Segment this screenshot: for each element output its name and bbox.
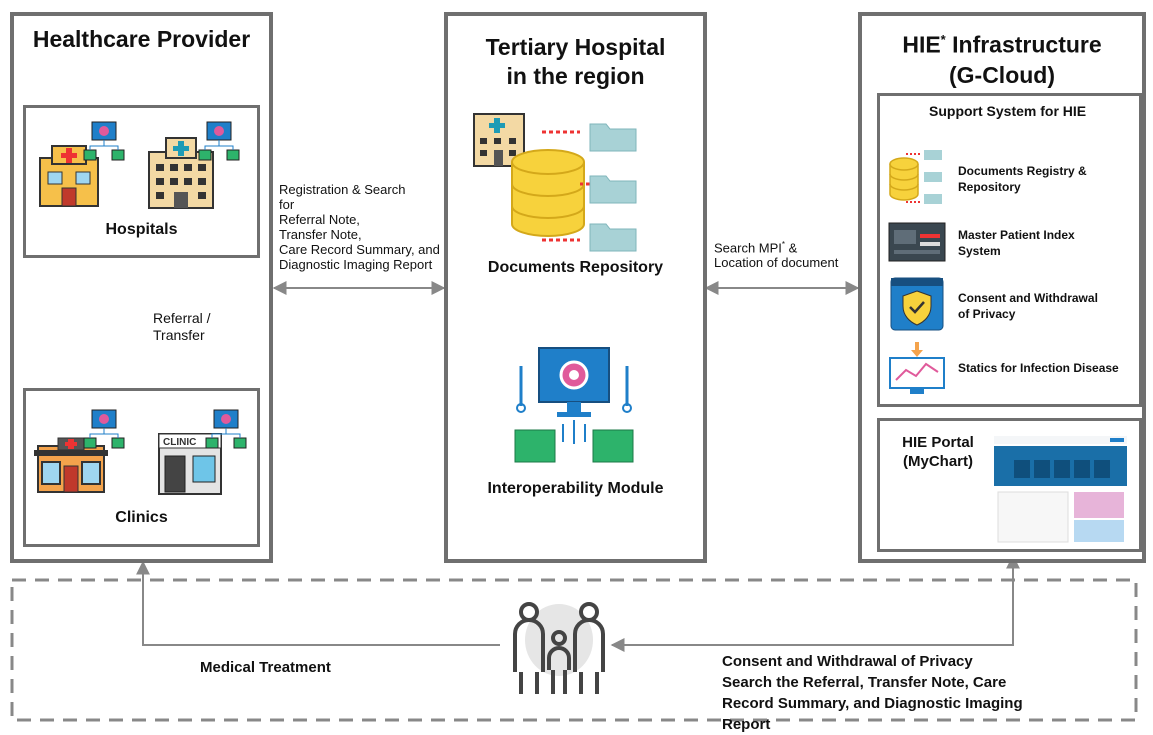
- support-system-title: Support System for HIE: [929, 103, 1087, 119]
- medical-treatment-arrow: [136, 560, 500, 646]
- hospitals-label: Hospitals: [105, 221, 178, 238]
- search-mpi-label: Search MPI* & Location of document: [714, 240, 839, 271]
- clinics-label: Clinics: [115, 509, 168, 526]
- interoperability-module-label: Interoperability Module: [487, 480, 664, 497]
- interoperability-module-icon: [514, 347, 634, 463]
- support-item-label: Statics for Infection Disease: [958, 361, 1119, 375]
- monitor-icon: [205, 409, 247, 449]
- mpi-server-icon: [888, 222, 946, 262]
- monitor-icon: [83, 409, 125, 449]
- clinic-small-icon: [34, 437, 108, 493]
- monitor-icon: [198, 121, 240, 161]
- family-icon: [513, 602, 605, 694]
- hie-infrastructure-title: HIE* Infrastructure (G-Cloud): [902, 31, 1102, 88]
- statistics-icon: [889, 342, 945, 394]
- portal-screenshot-thumbnail: [994, 436, 1127, 546]
- monitor-icon: [83, 121, 125, 161]
- hie-portal-title: HIE Portal(MyChart): [902, 434, 974, 470]
- hospital-large-icon: [148, 137, 214, 209]
- patient-boundary: [10, 578, 1138, 722]
- support-item-label: Documents Registry &Repository: [958, 164, 1087, 194]
- tertiary-hospital-panel: [444, 12, 707, 563]
- database-icon: [889, 150, 942, 204]
- svg-text:CLINIC: CLINIC: [163, 437, 196, 448]
- privacy-shield-icon: [890, 277, 944, 331]
- consent-arrow: [610, 554, 1020, 652]
- referral-transfer-label: Referral /Transfer: [153, 310, 211, 343]
- healthcare-provider-title: Healthcare Provider: [32, 26, 251, 52]
- documents-repository-icon: [473, 113, 637, 252]
- hospital-small-icon: [39, 145, 99, 207]
- documents-repository-label: Documents Repository: [487, 259, 664, 276]
- medical-treatment-label: Medical Treatment: [200, 659, 331, 676]
